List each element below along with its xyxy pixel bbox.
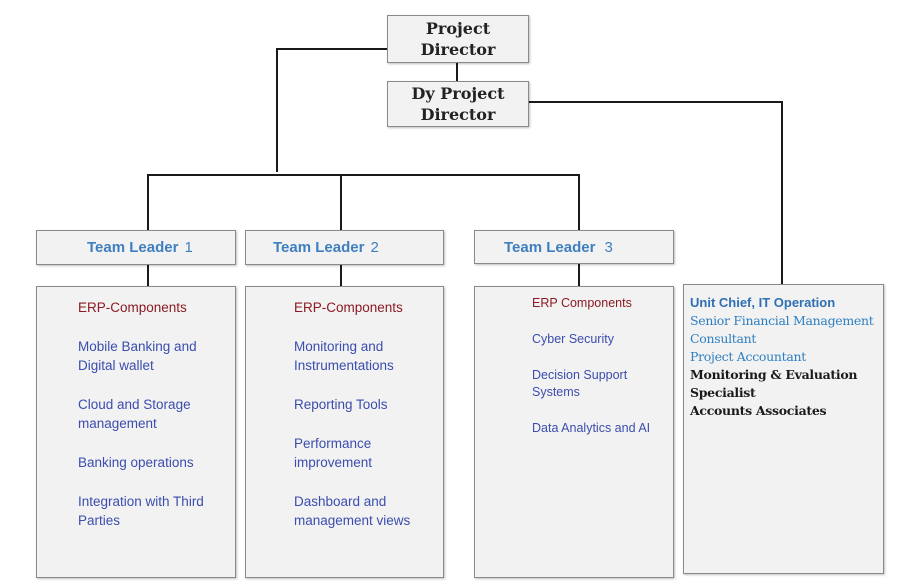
- team-1-responsibilities: ERP-Components Mobile Banking and Digita…: [36, 286, 236, 578]
- team-3-responsibilities: ERP Components Cyber Security Decision S…: [474, 286, 674, 578]
- team-leader-2-number: 2: [370, 239, 379, 256]
- team-leader-2-box: Team Leader 2: [245, 230, 444, 265]
- team-leader-1-label: Team Leader: [87, 239, 179, 256]
- team-leader-1-box: Team Leader 1: [36, 230, 236, 265]
- list-item: ERP-Components: [294, 300, 403, 315]
- project-director-label: Project Director: [420, 19, 496, 59]
- list-item: Monitoring and Instrumentations: [294, 339, 394, 373]
- team-leader-3-number: 3: [604, 238, 613, 256]
- team-leader-3-label: Team Leader: [504, 238, 596, 256]
- list-item: Banking operations: [78, 455, 194, 470]
- list-item: Performance improvement: [294, 436, 373, 470]
- list-item: Accounts Associates: [690, 403, 827, 418]
- team-leader-2-label: Team Leader: [273, 239, 365, 256]
- team-leader-1-number: 1: [184, 239, 193, 256]
- project-director-box: Project Director: [387, 15, 529, 63]
- dy-project-director-box: Dy Project Director: [387, 81, 529, 127]
- list-item: Cyber Security: [532, 332, 614, 346]
- list-item: ERP Components: [532, 296, 632, 310]
- list-item: Mobile Banking and Digital wallet: [78, 339, 197, 373]
- list-item: Integration with Third Parties: [78, 494, 204, 528]
- connector-director-to-trunk: [276, 48, 387, 172]
- list-item: Monitoring & Evaluation Specialist: [690, 367, 858, 400]
- list-item: ERP-Components: [78, 300, 187, 315]
- unit-chief-heading: Unit Chief, IT Operation: [690, 295, 836, 310]
- list-item: Project Accountant: [690, 349, 806, 364]
- list-item: Dashboard and management views: [294, 494, 411, 528]
- dy-project-director-label: Dy Project Director: [411, 84, 505, 124]
- list-item: Data Analytics and AI: [532, 421, 651, 435]
- list-item: Cloud and Storage management: [78, 397, 191, 431]
- connector-deputy-to-it-unit: [528, 101, 783, 284]
- it-operations-unit: Unit Chief, IT Operation Senior Financia…: [683, 284, 884, 574]
- list-item: Reporting Tools: [294, 397, 388, 412]
- team-2-responsibilities: ERP-Components Monitoring and Instrument…: [245, 286, 444, 578]
- list-item: Senior Financial Management Consultant: [690, 313, 874, 346]
- list-item: Decision Support Systems: [532, 368, 628, 399]
- team-leader-3-box: Team Leader 3: [474, 230, 674, 264]
